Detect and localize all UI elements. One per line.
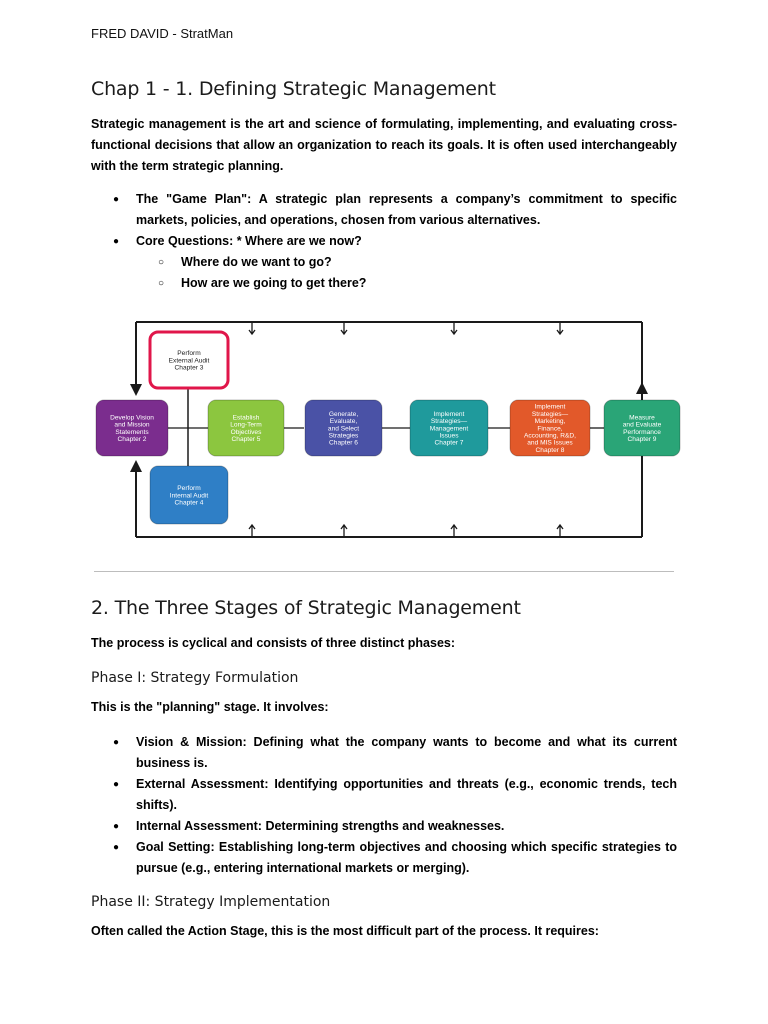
- box-label-line: and Select: [328, 425, 359, 432]
- box-label-line: Finance,: [537, 425, 562, 432]
- box-label-line: Strategies: [329, 433, 359, 440]
- bullet-icon: ●: [113, 779, 120, 790]
- down-arrow-icon: [556, 322, 564, 336]
- up-arrow-icon: [450, 523, 458, 537]
- box-label-line: Internal Audit: [170, 492, 209, 499]
- sub-list-item: ○Where do we want to go?: [136, 252, 677, 273]
- box-label-line: Management: [430, 425, 469, 432]
- down-arrow-icon: [248, 322, 256, 336]
- section-2-intro: The process is cyclical and consists of …: [91, 636, 456, 650]
- box-label-line: Strategies—: [431, 418, 468, 425]
- box-label-line: Strategies—: [532, 411, 569, 418]
- box-label-line: Marketing,: [535, 418, 566, 425]
- box-label-line: Chapter 9: [628, 436, 657, 443]
- bullet-icon: ●: [113, 236, 120, 247]
- down-arrow-icon: [340, 322, 348, 336]
- box-label-line: Performance: [623, 429, 661, 436]
- box-label-line: Long-Term: [230, 422, 262, 429]
- process-box-generate: Generate,Evaluate,and SelectStrategiesCh…: [304, 399, 383, 457]
- box-label-line: Statements: [115, 429, 149, 436]
- section-1-intro: Strategic management is the art and scie…: [91, 117, 677, 173]
- box-label-line: Chapter 7: [435, 440, 464, 447]
- box-label-line: and MIS Issues: [527, 440, 573, 447]
- phase-1-title: Phase I: Strategy Formulation: [91, 670, 299, 686]
- circle-bullet-icon: ○: [158, 257, 165, 268]
- sub-list-item: ○How are we going to get there?: [136, 273, 677, 294]
- process-box-implement-mgmt: ImplementStrategies—ManagementIssuesChap…: [409, 399, 489, 457]
- list-item: ●The "Game Plan": A strategic plan repre…: [91, 189, 677, 231]
- phase-2-title: Phase II: Strategy Implementation: [91, 894, 331, 910]
- box-label-line: Chapter 2: [118, 436, 147, 443]
- circle-bullet-icon: ○: [158, 278, 165, 289]
- bullet-icon: ●: [113, 842, 120, 853]
- box-label-line: Establish: [233, 415, 260, 422]
- section-1-bullets: ●The "Game Plan": A strategic plan repre…: [91, 189, 677, 294]
- box-label-line: Perform: [177, 485, 201, 492]
- box-label-line: Implement: [434, 411, 465, 418]
- up-arrow-icon: [248, 523, 256, 537]
- box-label-line: Implement: [535, 404, 566, 411]
- bullet-icon: ●: [113, 737, 120, 748]
- box-label-line: Chapter 3: [175, 365, 204, 372]
- box-label-line: Accounting, R&D,: [524, 433, 576, 440]
- box-label-line: Issues: [439, 433, 459, 440]
- phase-1-intro: This is the "planning" stage. It involve…: [91, 700, 329, 714]
- box-label-line: Chapter 8: [536, 447, 565, 454]
- phase-1-bullets: ●Vision & Mission: Defining what the com…: [91, 732, 677, 879]
- up-arrow-icon: [556, 523, 564, 537]
- list-item: ●Internal Assessment: Determining streng…: [91, 816, 677, 837]
- down-arrow-icon: [450, 322, 458, 336]
- box-label-line: Chapter 5: [232, 436, 261, 443]
- box-label-line: Develop Vision: [110, 415, 154, 422]
- box-label-line: Evaluate,: [330, 418, 358, 425]
- list-item: ●Goal Setting: Establishing long-term ob…: [91, 837, 677, 879]
- box-label-line: and Mission: [114, 422, 150, 429]
- bullet-icon: ●: [113, 194, 120, 205]
- box-label-line: External Audit: [169, 357, 210, 364]
- diagram-frame: [130, 321, 648, 538]
- process-box-implement-func: ImplementStrategies—Marketing,Finance,Ac…: [509, 399, 591, 457]
- up-arrow-icon: [340, 523, 348, 537]
- sub-list: ○Where do we want to go? ○How are we goi…: [136, 252, 677, 294]
- box-label-line: Generate,: [329, 411, 358, 418]
- feedback-arrows: [164, 322, 604, 537]
- section-1-title: Chap 1 - 1. Defining Strategic Managemen…: [91, 78, 496, 100]
- bullet-icon: ●: [113, 821, 120, 832]
- box-label-line: Chapter 4: [175, 500, 204, 507]
- list-item: ●Vision & Mission: Defining what the com…: [91, 732, 677, 774]
- list-item: ●External Assessment: Identifying opport…: [91, 774, 677, 816]
- box-label-line: Measure: [629, 415, 655, 422]
- box-label-line: Perform: [177, 350, 201, 357]
- section-divider: [94, 571, 674, 572]
- box-label-line: and Evaluate: [623, 422, 662, 429]
- section-2-title: 2. The Three Stages of Strategic Managem…: [91, 597, 521, 619]
- page-header: FRED DAVID - StratMan: [91, 26, 234, 41]
- phase-2-intro: Often called the Action Stage, this is t…: [91, 924, 599, 938]
- box-label-line: Objectives: [231, 429, 262, 436]
- box-label-line: Chapter 6: [329, 440, 358, 447]
- list-item: ●Core Questions: * Where are we now? ○Wh…: [91, 231, 677, 294]
